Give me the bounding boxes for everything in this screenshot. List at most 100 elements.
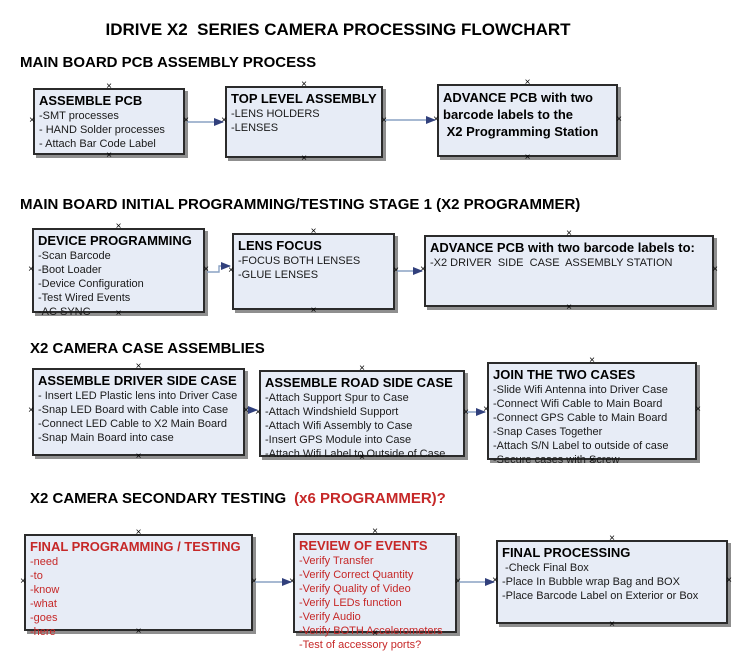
connection-handle-icon	[392, 267, 400, 275]
connection-handle-icon	[432, 116, 440, 124]
connection-handle-icon	[250, 578, 258, 586]
connection-handle-icon	[310, 228, 318, 236]
connection-handle-icon	[588, 357, 596, 365]
connection-handle-icon	[105, 152, 113, 160]
box-title: JOIN THE TWO CASES	[493, 367, 636, 382]
connection-handle-icon	[182, 117, 190, 125]
connection-handle-icon	[565, 304, 573, 312]
box-item: -Place In Bubble wrap Bag and BOX	[502, 576, 680, 588]
box-item: -Verify LEDs function	[299, 597, 402, 609]
box-item: -Scan Barcode	[38, 250, 111, 262]
box-item: -Slide Wifi Antenna into Driver Case	[493, 384, 668, 396]
box-line: X2 Programming Station	[443, 124, 599, 139]
connection-handle-icon	[220, 117, 228, 125]
box-item: -Check Final Box	[502, 562, 589, 574]
box-title: FINAL PROGRAMMING / TESTING	[30, 539, 241, 554]
box-title: DEVICE PROGRAMMING	[38, 233, 192, 248]
box-item: -LENSES	[231, 122, 279, 134]
connection-handle-icon	[725, 577, 733, 585]
box-item: -what	[30, 598, 57, 610]
box-item: -Verify Correct Quantity	[299, 569, 414, 581]
box-item: -X2 DRIVER SIDE CASE ASSEMBLY STATION	[430, 257, 673, 269]
connection-handle-icon	[28, 117, 36, 125]
box-item: - Attach Bar Code Label	[39, 138, 156, 150]
box-item: -Test of accessory ports?	[299, 639, 422, 651]
box-item: -Connect GPS Cable to Main Board	[493, 412, 668, 424]
flow-box-final-programming-testing: FINAL PROGRAMMING / TESTING -need -to -k…	[24, 534, 253, 638]
connection-handle-icon	[694, 406, 702, 414]
connection-handle-icon	[288, 578, 296, 586]
box-title: TOP LEVEL ASSEMBLY	[231, 91, 377, 106]
section-heading-initial-programming: MAIN BOARD INITIAL PROGRAMMING/TESTING S…	[20, 196, 581, 213]
flow-box-assemble-road-side-case: ASSEMBLE ROAD SIDE CASE -Attach Support …	[259, 370, 465, 460]
connection-handle-icon	[380, 117, 388, 125]
flow-box-device-programming: DEVICE PROGRAMMING -Scan Barcode -Boot L…	[32, 228, 205, 318]
box-item: -Snap Main Board into case	[38, 432, 174, 444]
connection-handle-icon	[105, 83, 113, 91]
box-item: -Verify Quality of Video	[299, 583, 411, 595]
connection-handle-icon	[202, 266, 210, 274]
connection-handle-icon	[454, 578, 462, 586]
box-item: -Snap Cases Together	[493, 426, 603, 438]
connection-handle-icon	[565, 230, 573, 238]
box-item: -Boot Loader	[38, 264, 102, 276]
box-item: -Snap LED Board with Cable into Case	[38, 404, 229, 416]
box-item: -Verify BOTH Accelerometers	[299, 625, 443, 637]
box-item: -Attach Support Spur to Case	[265, 392, 409, 404]
connection-handle-icon	[491, 577, 499, 585]
connection-handle-icon	[524, 79, 532, 87]
flow-box-top-level-assembly: TOP LEVEL ASSEMBLY -LENS HOLDERS -LENSES	[225, 86, 383, 158]
flow-box-assemble-pcb: ASSEMBLE PCB -SMT processes - HAND Solde…	[33, 88, 185, 155]
arrow-device-programming-to-lens-focus	[207, 262, 231, 273]
box-item: -FOCUS BOTH LENSES	[238, 255, 361, 267]
box-line: barcode labels to the	[443, 107, 574, 122]
connection-handle-icon	[419, 266, 427, 274]
box-item: -Test Wired Events	[38, 292, 131, 304]
flow-box-advance-pcb-programming-station: ADVANCE PCB with two barcode labels to t…	[437, 84, 618, 157]
connection-handle-icon	[115, 223, 123, 231]
connection-handle-icon	[19, 578, 27, 586]
connection-handle-icon	[711, 266, 719, 274]
connection-handle-icon	[608, 535, 616, 543]
connection-handle-icon	[300, 81, 308, 89]
connection-handle-icon	[254, 409, 262, 417]
connection-handle-icon	[615, 116, 623, 124]
connection-handle-icon	[135, 529, 143, 537]
box-item: -need	[30, 556, 59, 568]
box-item: -Secure cases with Screw	[493, 454, 620, 466]
flow-box-join-the-two-cases: JOIN THE TWO CASES -Slide Wifi Antenna i…	[487, 362, 697, 466]
connection-handle-icon	[242, 407, 250, 415]
flow-box-lens-focus: LENS FOCUS -FOCUS BOTH LENSES -GLUE LENS…	[232, 233, 395, 310]
connection-handle-icon	[524, 154, 532, 162]
box-item: -GLUE LENSES	[238, 269, 319, 281]
box-item: -Attach Windshield Support	[265, 406, 399, 418]
box-item: -Attach Wifi Label to Outside of Case	[265, 448, 446, 460]
flow-box-review-of-events: REVIEW OF EVENTS -Verify Transfer -Verif…	[293, 533, 457, 651]
section-heading-secondary-testing: X2 CAMERA SECONDARY TESTING(x6 PROGRAMME…	[30, 490, 446, 507]
box-item: -Device Configuration	[38, 278, 144, 290]
connection-handle-icon	[27, 407, 35, 415]
flow-box-advance-pcb-driver-side-station: ADVANCE PCB with two barcode labels to: …	[424, 235, 714, 307]
connection-handle-icon	[608, 621, 616, 629]
box-item: -AC SYNC	[38, 306, 91, 318]
connection-handle-icon	[135, 363, 143, 371]
section-heading-case-assemblies: X2 CAMERA CASE ASSEMBLIES	[30, 340, 265, 357]
flow-box-assemble-driver-side-case: ASSEMBLE DRIVER SIDE CASE - Insert LED P…	[32, 368, 245, 456]
connection-handle-icon	[462, 409, 470, 417]
box-item: -to	[30, 570, 43, 582]
box-item: -know	[30, 584, 60, 596]
page-title: IDRIVE X2 SERIES CAMERA PROCESSING FLOWC…	[105, 20, 571, 39]
connection-handle-icon	[371, 528, 379, 536]
box-item: -Verify Transfer	[299, 555, 374, 567]
connection-handle-icon	[135, 453, 143, 461]
box-item: -here	[30, 626, 56, 638]
section-heading-black-part: X2 CAMERA SECONDARY TESTING	[30, 490, 287, 507]
box-title: ASSEMBLE DRIVER SIDE CASE	[38, 373, 237, 388]
box-line: ADVANCE PCB with two	[443, 90, 593, 105]
section-heading-pcb-assembly: MAIN BOARD PCB ASSEMBLY PROCESS	[20, 54, 317, 71]
connection-handle-icon	[310, 307, 318, 315]
connection-handle-icon	[27, 266, 35, 274]
box-title: FINAL PROCESSING	[502, 545, 631, 560]
box-item: -Place Barcode Label on Exterior or Box	[502, 590, 699, 602]
